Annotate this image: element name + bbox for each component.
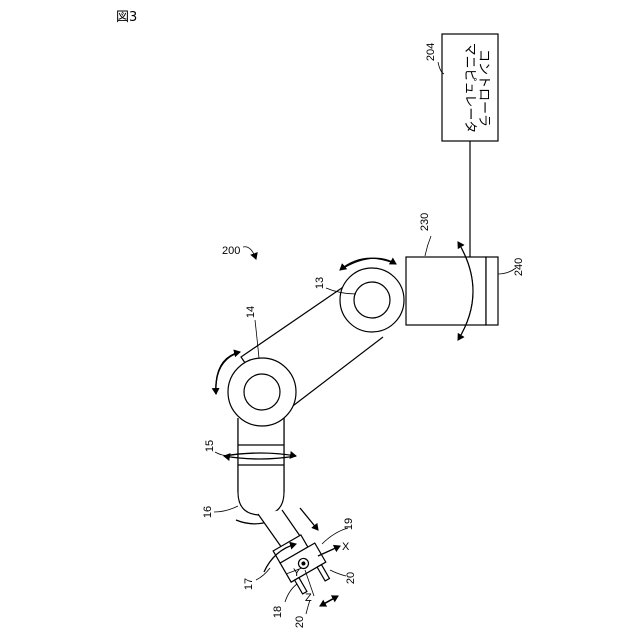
part-20-ref-leader-right bbox=[330, 570, 346, 576]
axis-y-label: Y bbox=[293, 567, 301, 579]
base-ring bbox=[486, 257, 498, 325]
joint-14-ref-label: 14 bbox=[245, 306, 257, 318]
part-20-ref-label-right: 20 bbox=[345, 572, 357, 584]
part-18-ref-label: 18 bbox=[272, 606, 284, 618]
base-ring-ref-label: 240 bbox=[513, 258, 525, 276]
axis-x-arrow bbox=[318, 546, 340, 556]
joint-13-hub bbox=[354, 282, 390, 318]
robot-base bbox=[406, 257, 486, 325]
base-ref-leader bbox=[425, 236, 431, 256]
manipulator-controller-box: マニピュレータ コントローラ bbox=[442, 34, 498, 141]
controller-label-line2: コントローラ bbox=[476, 49, 491, 127]
robot-ref-leader bbox=[243, 247, 256, 259]
axis-x-label: X bbox=[342, 541, 350, 553]
joint-17-ref-label: 17 bbox=[243, 578, 255, 590]
joint-13-ref-label: 13 bbox=[314, 277, 326, 289]
base-ref-label: 230 bbox=[419, 213, 431, 231]
wrist-direction-arrow bbox=[300, 508, 318, 530]
part-19-ref-label: 19 bbox=[343, 518, 355, 530]
joint-16-ref-leader bbox=[214, 506, 238, 512]
gripper-close-arrow bbox=[320, 596, 338, 606]
controller-label-line1: マニピュレータ bbox=[462, 43, 477, 134]
gripper-finger-right bbox=[317, 565, 329, 581]
axis-z-label: Z bbox=[305, 592, 312, 604]
part-20-ref-label-bottom: 20 bbox=[294, 616, 306, 628]
robot-ref-label: 200 bbox=[222, 245, 240, 257]
joint-14-hub bbox=[244, 374, 280, 410]
part-18-ref-leader bbox=[285, 584, 297, 602]
joint-16-ref-label: 16 bbox=[202, 506, 214, 518]
joint-17-ref-leader bbox=[256, 568, 270, 580]
forearm-fill bbox=[238, 418, 284, 492]
joint-15-ref-label: 15 bbox=[204, 440, 216, 452]
figure-title: 図3 bbox=[116, 10, 137, 25]
controller-ref-label: 204 bbox=[425, 43, 437, 61]
